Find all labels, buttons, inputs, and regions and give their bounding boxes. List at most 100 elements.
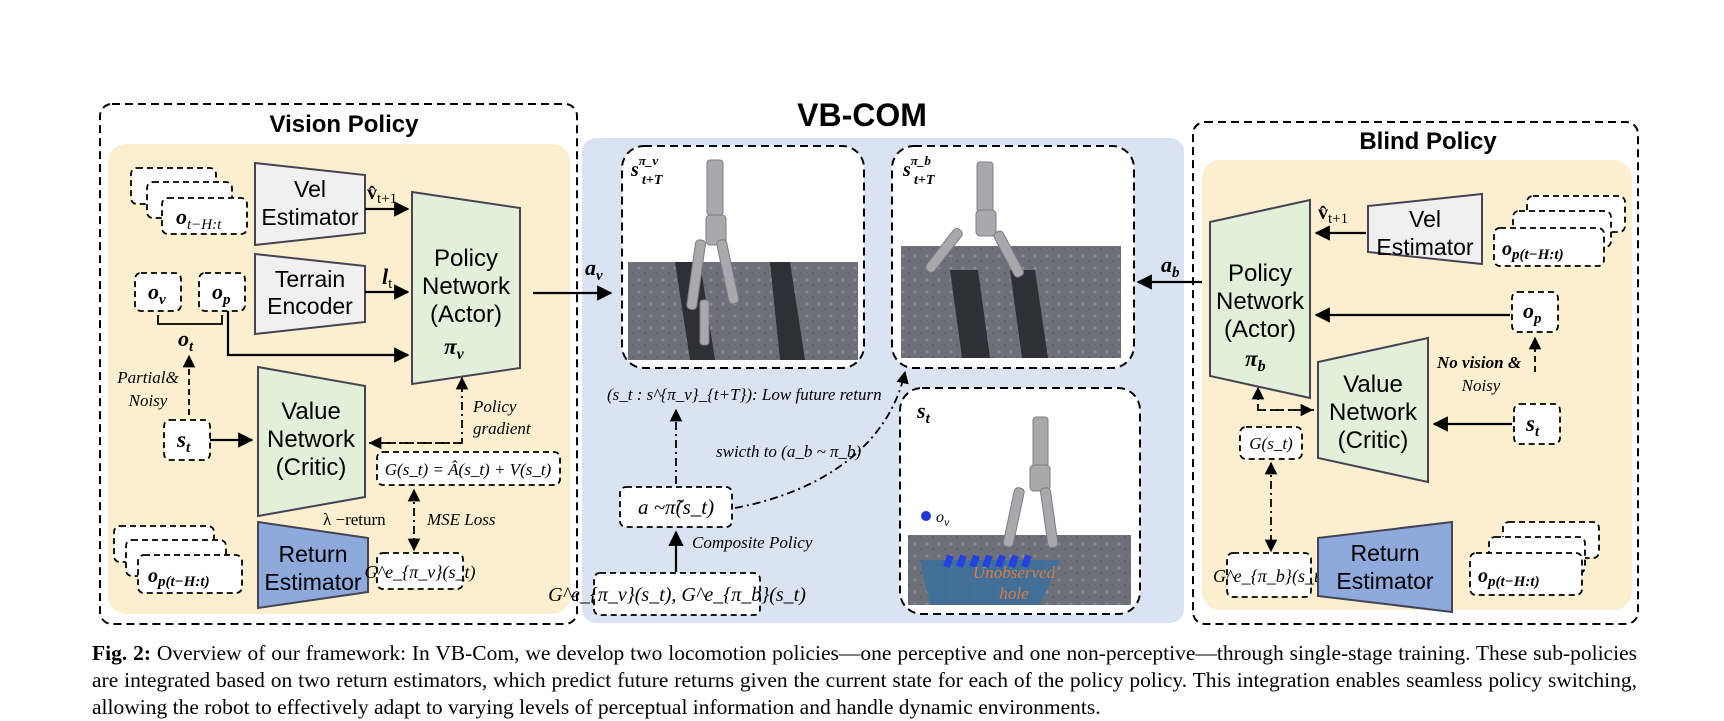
blind-policy-network-line1: Policy xyxy=(1228,260,1292,287)
unobserved-hole-line2: hole xyxy=(999,584,1029,603)
svg-text:ot−H:t: ot−H:t xyxy=(176,204,222,233)
center-st-sub: t xyxy=(926,411,931,427)
caption-label: Fig. 2: xyxy=(92,641,151,665)
scene-blind-future: sπ_b t+T xyxy=(891,145,1135,369)
partial-noisy-line2: Noisy xyxy=(128,391,168,410)
vbcom-panel: VB-COM av ab sπ_v t+T xyxy=(533,97,1209,623)
ot-sub: t xyxy=(189,339,194,355)
s-tT-b-sup: π_b xyxy=(911,153,932,168)
ge-pi-v-box xyxy=(376,552,464,590)
composite-action: a ~π̃(s_t) xyxy=(638,495,714,519)
svg-text:sπ_b: sπ_b xyxy=(902,153,931,181)
caption-text: Overview of our framework: In VB-Com, we… xyxy=(92,641,1637,719)
blind-vel-estimator: Vel Estimator xyxy=(1367,192,1483,266)
terrain-encoder-line2: Encoder xyxy=(267,293,353,319)
action-v-label: a xyxy=(585,255,596,280)
ov-sub: v xyxy=(159,292,166,308)
ge-pi-v: G^e_{π_v}(s_t) xyxy=(365,562,476,583)
ot-label: o xyxy=(178,326,189,351)
s-tT-b-sub: t+T xyxy=(914,173,936,188)
vision-policy-network-line3: (Actor) xyxy=(430,301,502,328)
vision-vel-estimator-line2: Estimator xyxy=(261,204,358,230)
mse-loss: MSE Loss xyxy=(426,510,496,529)
scene-current-state: st ov Unobserved hole xyxy=(899,387,1141,615)
svg-text:v̂t+1: v̂t+1 xyxy=(1318,202,1348,227)
svg-text:πv: πv xyxy=(444,334,465,363)
blind-return-estimator-line1: Return xyxy=(1350,540,1419,566)
blind-policy-network: Policy Network (Actor) πb xyxy=(1209,198,1311,400)
blind-proprio-history-stack-top: op(t−H:t) xyxy=(1493,195,1626,267)
s-tT-v-sub: t+T xyxy=(642,173,664,188)
vision-return-estimator-line1: Return xyxy=(278,541,347,567)
vision-value-network-line3: (Critic) xyxy=(276,454,347,481)
action-b-label: a xyxy=(1161,252,1172,277)
vision-policy-network: Policy Network (Actor) πv xyxy=(411,190,521,386)
blind-op-label: o xyxy=(1523,298,1534,323)
svg-text:ab: ab xyxy=(1161,252,1180,281)
lambda-return: λ −return xyxy=(323,510,386,529)
st-sub: t xyxy=(186,440,191,456)
blind-vel-out-sub: t+1 xyxy=(1328,211,1348,227)
svg-text:op(t−H:t): op(t−H:t) xyxy=(148,565,210,590)
vision-return-estimator: Return Estimator xyxy=(257,520,369,610)
terrain-encoder: Terrain Encoder xyxy=(254,252,366,336)
op-box xyxy=(198,272,246,312)
blind-g-st: G(s_t) xyxy=(1249,434,1293,453)
svg-text:ov: ov xyxy=(936,509,950,529)
svg-text:op: op xyxy=(212,279,231,308)
obs-history-sub: t−H:t xyxy=(187,217,222,233)
vision-proprio-history-label: o xyxy=(148,565,158,587)
svg-text:av: av xyxy=(585,255,603,284)
policy-gradient-line1: Policy xyxy=(472,397,517,416)
svg-text:op(t−H:t): op(t−H:t) xyxy=(1478,565,1540,590)
vision-policy-panel: Vision Policy ot−H:t Vel Estimator Terra… xyxy=(99,103,578,625)
blind-proprio-history-stack-bottom: op(t−H:t) xyxy=(1469,521,1600,596)
ge-pi-b: G^e_{π_b}(s_t) xyxy=(1213,566,1325,587)
blind-policy-panel: Blind Policy Policy Network (Actor) πb V… xyxy=(1192,121,1639,625)
unobserved-hole-line1: Unobserved xyxy=(973,563,1056,582)
pi-v-symbol: π xyxy=(444,334,458,359)
blind-policy-network-line2: Network xyxy=(1216,288,1305,315)
st-box xyxy=(163,419,211,461)
s-tT-v-label: s xyxy=(630,159,639,181)
vision-value-network-line2: Network xyxy=(267,426,356,453)
svg-text:πb: πb xyxy=(1245,346,1266,375)
ov-point-label: o xyxy=(936,509,944,526)
ge-pi-b-box xyxy=(1226,552,1312,598)
blind-value-network: Value Network (Critic) xyxy=(1317,336,1429,484)
vel-out-sub: t+1 xyxy=(377,191,397,207)
blind-proprio-history-top-label: o xyxy=(1502,238,1512,260)
vision-value-network-line1: Value xyxy=(281,398,341,425)
blind-op-sub: p xyxy=(1532,311,1542,327)
svg-text:sπ_v: sπ_v xyxy=(630,153,658,181)
op-label: o xyxy=(212,279,223,304)
ov-point-sub: v xyxy=(944,515,950,529)
svg-text:st: st xyxy=(176,427,191,456)
returns-input: G^e_{π_v}(s_t), G^e_{π_b}(s_t) xyxy=(548,584,806,606)
blind-vel-estimator-line1: Vel xyxy=(1409,206,1441,232)
blind-proprio-history-bottom-sub: p(t−H:t) xyxy=(1486,574,1540,590)
vision-proprio-history-stack: op(t−H:t) xyxy=(113,525,243,594)
no-vision-line1: No vision & xyxy=(1436,353,1522,372)
composite-action-box xyxy=(619,486,733,528)
vision-proprio-history-sub: p(t−H:t) xyxy=(156,574,210,590)
vision-policy-network-line2: Network xyxy=(422,273,511,300)
vision-value-network: Value Network (Critic) xyxy=(257,365,366,518)
blind-policy-network-line3: (Actor) xyxy=(1224,316,1296,343)
terrain-encoder-line1: Terrain xyxy=(275,266,345,292)
figure-caption: Fig. 2: Overview of our framework: In VB… xyxy=(92,640,1637,721)
blind-st-sub: t xyxy=(1535,424,1540,440)
blind-st-label: s xyxy=(1525,411,1535,436)
blind-st-box xyxy=(1513,403,1561,445)
blind-value-network-line3: (Critic) xyxy=(1338,427,1409,454)
blind-vel-estimator-line2: Estimator xyxy=(1376,234,1473,260)
blind-value-network-line2: Network xyxy=(1329,399,1418,426)
blind-g-box xyxy=(1239,426,1303,460)
latent-sub: t xyxy=(388,276,393,292)
svg-text:st: st xyxy=(1525,411,1540,440)
svg-text:st: st xyxy=(916,398,931,427)
vision-vel-estimator-line1: Vel xyxy=(294,176,326,202)
low-future-return: (s_t : s^{π_v}_{t+T}): Low future return xyxy=(607,385,882,404)
framework-diagram: Vision Policy ot−H:t Vel Estimator Terra… xyxy=(99,97,1639,625)
g-formula-box xyxy=(376,451,561,486)
